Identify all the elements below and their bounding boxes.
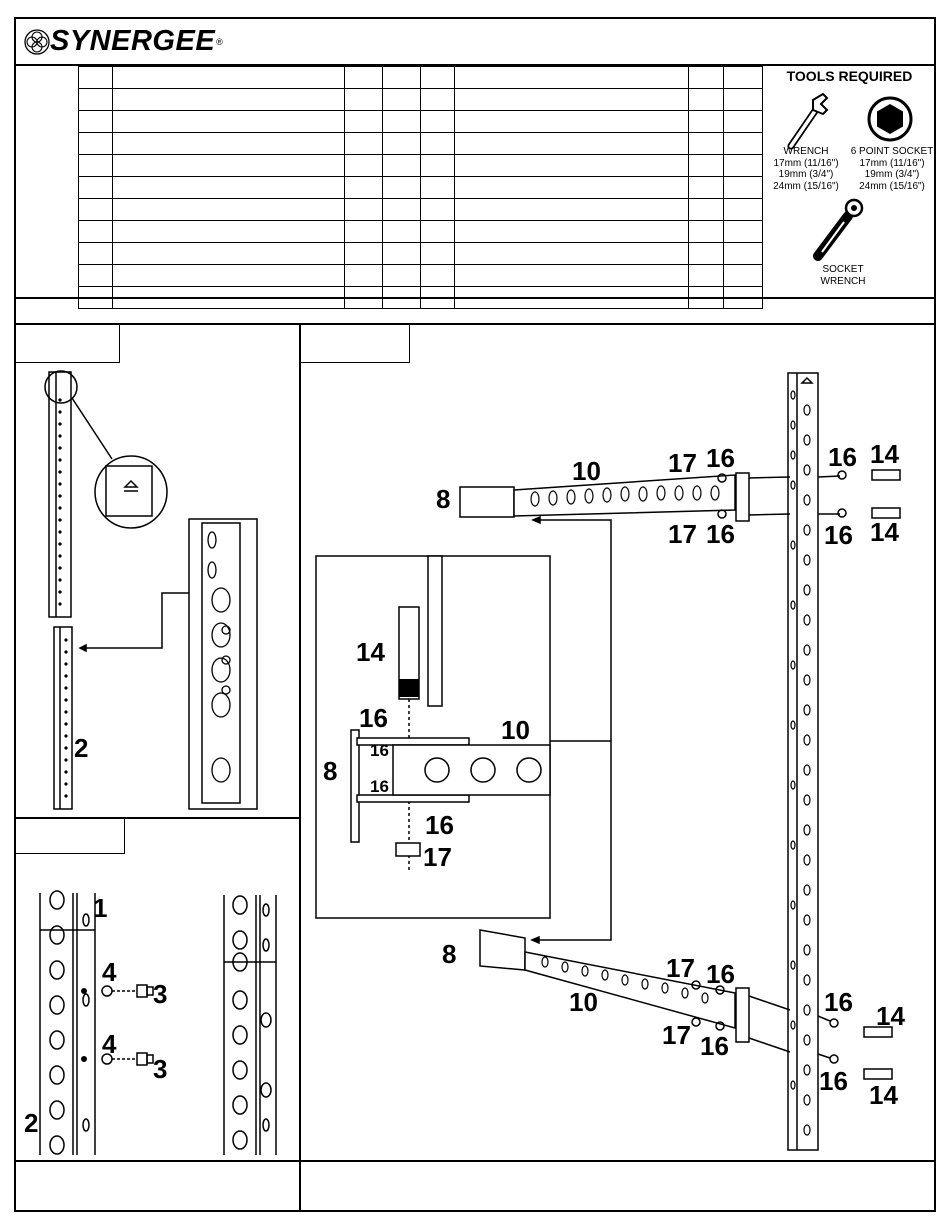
divider <box>14 1160 936 1162</box>
callout-part-16: 16 <box>706 959 735 989</box>
table-row <box>78 132 763 155</box>
callout-part-16: 16 <box>700 1031 729 1061</box>
socket-size: 17mm (11/16") <box>859 157 925 169</box>
callout-part-14: 14 <box>869 1080 898 1110</box>
wrench-size: 17mm (11/16") <box>773 157 839 169</box>
table-row <box>78 264 763 287</box>
callout-part-10: 10 <box>572 456 601 486</box>
callout-part-10: 10 <box>569 987 598 1017</box>
callout-part-16: 16 <box>824 520 853 550</box>
callout-part-14: 14 <box>356 637 385 667</box>
socket-wrench-label: SOCKET WRENCH <box>820 264 866 287</box>
callout-part-17: 17 <box>423 842 452 872</box>
table-row <box>78 242 763 265</box>
tools-title: TOOLS REQUIRED <box>786 68 913 84</box>
step-1-tab <box>14 323 120 363</box>
divider <box>14 323 936 325</box>
parts-table-body <box>78 66 763 309</box>
column-divider <box>299 323 301 1211</box>
table-row <box>78 110 763 133</box>
flower-logo-icon <box>24 28 50 55</box>
callout-part-16: 16 <box>370 777 389 796</box>
callout-part-17: 17 <box>668 448 697 478</box>
table-row <box>78 66 763 89</box>
page-frame <box>14 17 936 1212</box>
socket-wrench-icon <box>813 198 864 261</box>
wrench-name: WRENCH <box>783 146 829 157</box>
callout-part-8: 8 <box>323 756 338 786</box>
table-row <box>78 154 763 177</box>
callout-part-8: 8 <box>442 939 457 969</box>
callout-part-16: 16 <box>706 443 735 473</box>
callout-part-16: 16 <box>359 703 388 733</box>
wrench-size: 24mm (15/16") <box>773 180 839 192</box>
callout-part-16: 16 <box>819 1066 848 1096</box>
callout-part-16: 16 <box>824 987 853 1017</box>
parts-table <box>78 66 763 309</box>
wrench-label: WRENCH 17mm (11/16") 19mm (3/4") 24mm (1… <box>765 146 847 192</box>
brand-name: SYNERGEE <box>50 25 216 57</box>
step-2-tab <box>14 817 125 854</box>
brand-registered-mark: ® <box>216 36 223 47</box>
socket-size: 24mm (15/16") <box>859 180 925 192</box>
callout-part-10: 10 <box>501 715 530 745</box>
callout-part-16: 16 <box>706 519 735 549</box>
callout-part-17: 17 <box>662 1020 691 1050</box>
callout-part-4: 4 <box>102 1029 117 1059</box>
callout-part-16: 16 <box>425 810 454 840</box>
callout-part-3: 3 <box>153 979 168 1009</box>
callout-part-1: 1 <box>93 893 108 923</box>
callout-part-2: 2 <box>74 733 89 763</box>
callout-part-8: 8 <box>436 484 451 514</box>
socket-name: 6 POINT SOCKET <box>850 146 934 157</box>
callout-part-14: 14 <box>870 439 899 469</box>
socket-size: 19mm (3/4") <box>864 169 920 180</box>
divider <box>14 817 300 819</box>
table-row <box>78 88 763 111</box>
callout-part-14: 14 <box>876 1001 905 1031</box>
header: SYNERGEE ® <box>14 17 936 66</box>
tools-required-panel: TOOLS REQUIRED WRENCH 17mm (11/16") 19mm… <box>762 66 936 297</box>
divider <box>14 297 936 299</box>
wrench-icon <box>787 92 829 150</box>
socket-label: 6 POINT SOCKET 17mm (11/16") 19mm (3/4")… <box>847 146 937 192</box>
callout-part-14: 14 <box>870 517 899 547</box>
callout-part-4: 4 <box>102 957 117 987</box>
callout-part-17: 17 <box>668 519 697 549</box>
callout-part-16: 16 <box>370 741 389 760</box>
callout-part-16: 16 <box>828 442 857 472</box>
hex-socket-icon <box>867 96 913 142</box>
callout-part-17: 17 <box>666 953 695 983</box>
step-3-tab <box>299 323 410 363</box>
wrench-size: 19mm (3/4") <box>778 169 834 180</box>
brand-logo: SYNERGEE ® <box>24 25 223 58</box>
callout-part-3: 3 <box>153 1054 168 1084</box>
callout-part-2: 2 <box>24 1108 39 1138</box>
